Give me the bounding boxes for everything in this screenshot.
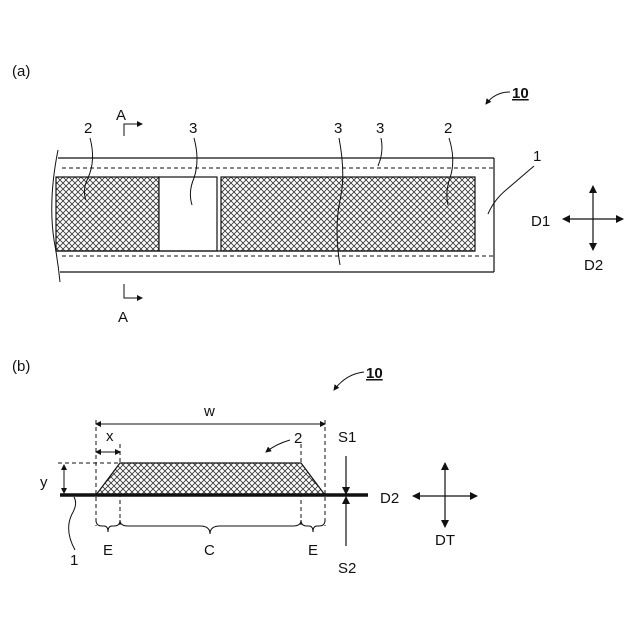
gap-region — [159, 177, 217, 251]
axis-d1-label: D1 — [531, 213, 550, 230]
direction-indicator-a — [563, 186, 623, 250]
axis-d2-label: D2 — [584, 257, 603, 274]
panel-a-ref-number: 10 — [512, 85, 529, 102]
edge-left-label: E — [103, 542, 113, 559]
callout-3-gap: 3 — [189, 120, 197, 137]
brace-edge-right — [301, 520, 325, 532]
callout-1: 1 — [533, 148, 541, 165]
surface-bottom-label: S2 — [338, 560, 356, 577]
panel-a-ref-leader — [486, 92, 510, 104]
brace-center — [120, 520, 301, 534]
callout-3-middle: 3 — [334, 120, 342, 137]
panel-b-ref-leader — [334, 372, 364, 390]
callout-1-leader — [488, 166, 534, 214]
section-mark-top: A — [116, 107, 126, 124]
hatched-region-left — [56, 177, 159, 251]
layer-label-leader — [266, 440, 290, 452]
callout-2-left: 2 — [84, 120, 92, 137]
panel-a: (a) 10 A A 2 3 3 3 2 1 — [12, 63, 623, 326]
panel-b: (b) 10 w x y 2 1 E — [12, 358, 477, 577]
trapezoid-layer — [96, 463, 325, 495]
center-label: C — [204, 542, 215, 559]
brace-edge-left — [96, 520, 120, 532]
edge-width-label: x — [106, 428, 114, 445]
callout-2-right: 2 — [444, 120, 452, 137]
height-label: y — [40, 474, 48, 491]
direction-indicator-b — [413, 463, 477, 527]
axis-d2-b-label: D2 — [380, 490, 399, 507]
callout-3-right: 3 — [376, 120, 384, 137]
axis-dt-label: DT — [435, 532, 455, 549]
section-arrow-bottom — [124, 284, 142, 298]
section-arrow-top — [124, 124, 142, 136]
panel-a-label: (a) — [12, 63, 30, 80]
panel-b-label: (b) — [12, 358, 30, 375]
width-label: w — [203, 403, 215, 420]
panel-b-ref-number: 10 — [366, 365, 383, 382]
hatched-region-right — [221, 177, 475, 251]
edge-right-label: E — [308, 542, 318, 559]
layer-label: 2 — [294, 430, 302, 447]
callout-3-right-leader — [378, 138, 382, 166]
base-label-leader — [69, 497, 76, 550]
base-label: 1 — [70, 552, 78, 569]
section-mark-bottom: A — [118, 309, 128, 326]
surface-top-label: S1 — [338, 429, 356, 446]
